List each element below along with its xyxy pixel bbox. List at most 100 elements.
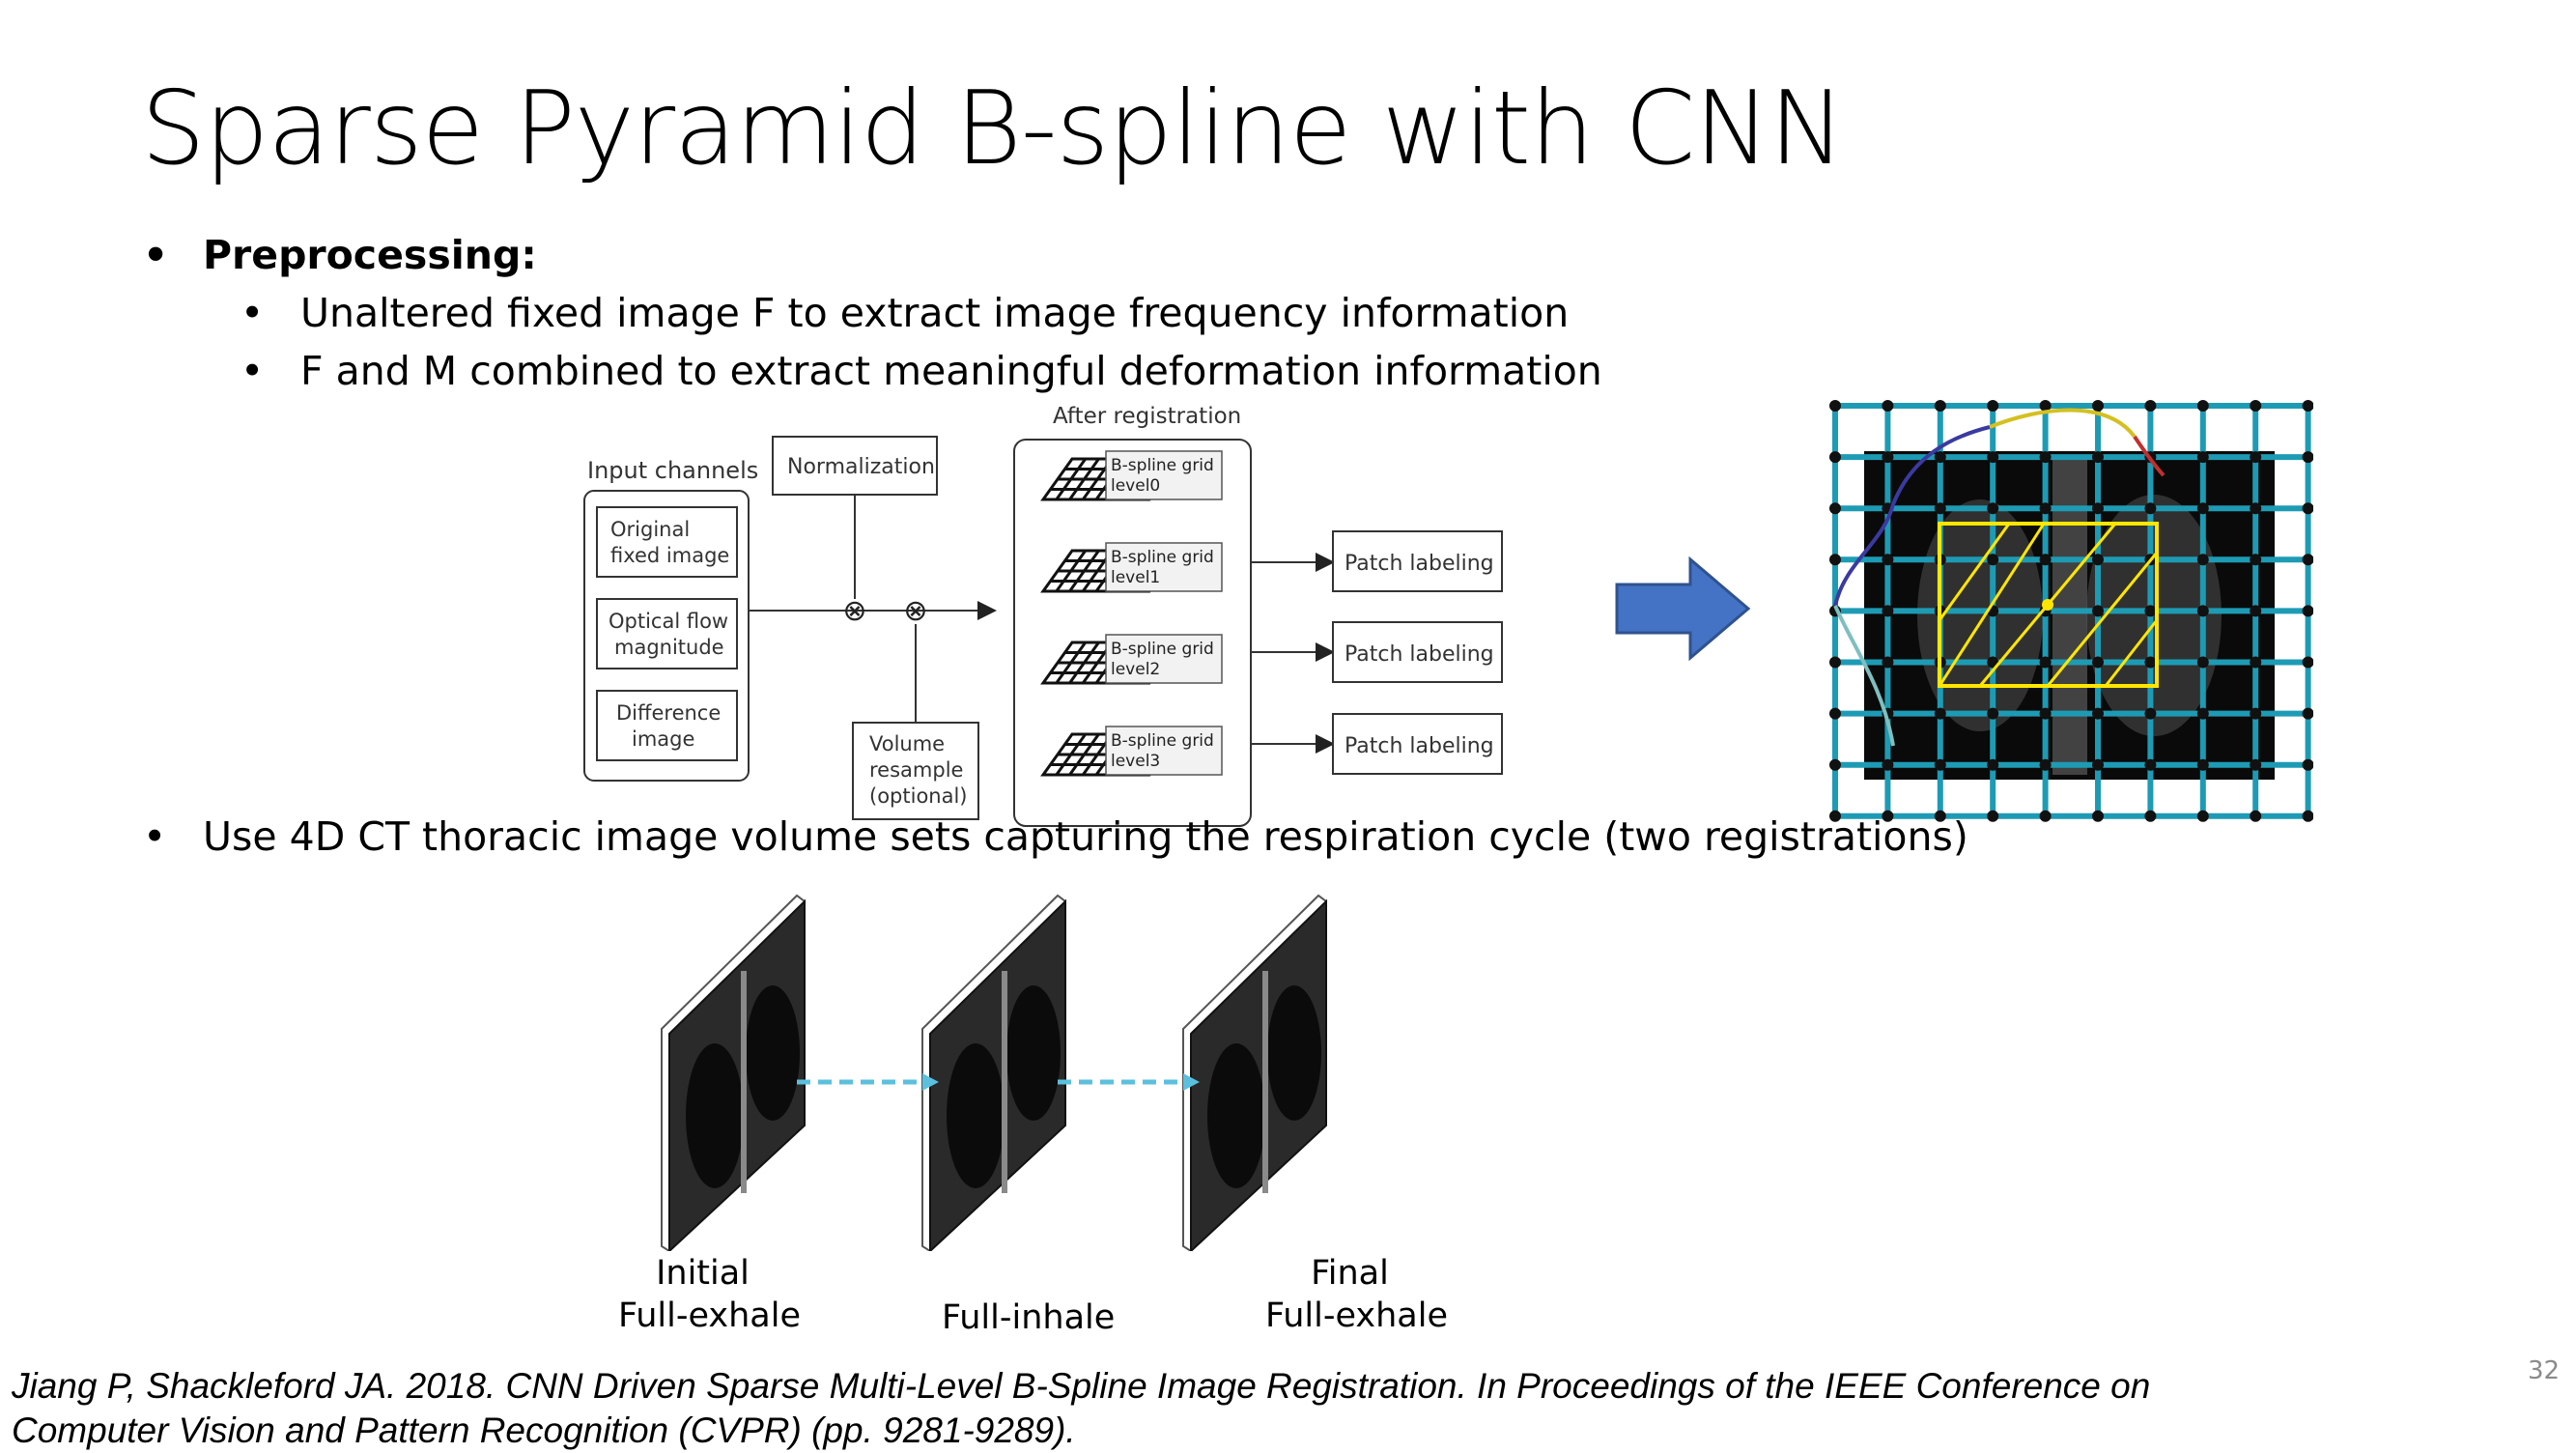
- level-label: level3: [1111, 752, 1160, 771]
- channel-label: magnitude: [614, 636, 724, 659]
- bullet-text: Use 4D CT thoracic image volume sets cap…: [203, 813, 1968, 860]
- control-point: [1934, 810, 1946, 822]
- control-point: [2092, 502, 2104, 515]
- control-point: [2250, 810, 2262, 822]
- control-point: [2196, 758, 2209, 771]
- level-label: B-spline grid: [1111, 640, 1214, 659]
- level-label-box: [1105, 634, 1223, 684]
- control-point: [2302, 758, 2313, 771]
- citation-line: Computer Vision and Pattern Recognition …: [12, 1410, 1076, 1450]
- ct-arrow-head: [1183, 1073, 1200, 1091]
- normalization-label: Normalization: [787, 455, 935, 479]
- ct-sequence-image: [661, 894, 1328, 1251]
- control-point: [1934, 400, 1946, 412]
- ct-label-line: Full-exhale: [618, 1296, 801, 1335]
- ct-label-line: Initial: [656, 1254, 750, 1293]
- bullet-text: F and M combined to extract meaningful d…: [300, 348, 1602, 394]
- channel-box-optical-flow: [596, 598, 738, 670]
- hatch-line: [1938, 523, 2011, 621]
- ct-arrow-head: [922, 1073, 939, 1091]
- ct-panels: [661, 894, 1328, 1251]
- after-registration-box: [1013, 439, 1252, 827]
- bullet-marker: •: [143, 813, 167, 860]
- control-point: [2302, 451, 2313, 464]
- control-point: [2302, 810, 2313, 822]
- control-point: [2196, 451, 2209, 464]
- control-point: [1934, 707, 1946, 720]
- level-label: level0: [1111, 476, 1160, 496]
- bullet-preprocessing: • Preprocessing:: [143, 232, 537, 278]
- ct-label-line: Final: [1311, 1254, 1389, 1293]
- control-point: [2302, 502, 2313, 515]
- bullet-text: Preprocessing:: [203, 232, 537, 278]
- control-point: [1829, 758, 1841, 771]
- control-point: [1987, 502, 1999, 515]
- control-point: [2039, 707, 2052, 720]
- control-point: [2092, 554, 2104, 566]
- control-point: [2092, 656, 2104, 669]
- channel-box-difference: [596, 690, 738, 761]
- control-point: [1987, 554, 1999, 566]
- control-point: [1882, 605, 1894, 617]
- control-point: [1829, 451, 1841, 464]
- channel-label: Difference: [616, 701, 721, 725]
- control-point: [2302, 554, 2313, 566]
- level-label: B-spline grid: [1111, 731, 1214, 751]
- bullet-text: Unaltered fixed image F to extract image…: [300, 290, 1570, 336]
- control-point: [1882, 554, 1894, 566]
- control-point: [2196, 810, 2209, 822]
- level-label-box: [1105, 450, 1223, 500]
- spine-shape: [2052, 456, 2087, 775]
- control-point: [2144, 605, 2157, 617]
- control-point: [2039, 502, 2052, 515]
- control-point: [2039, 656, 2052, 669]
- control-point: [1934, 451, 1946, 464]
- level-label-box: [1105, 726, 1223, 776]
- lung-shape: [1207, 1043, 1265, 1188]
- control-point: [2039, 451, 2052, 464]
- control-point: [1882, 400, 1894, 412]
- control-point: [1829, 810, 1841, 822]
- control-point: [1829, 502, 1841, 515]
- patch-center-point: [2042, 599, 2053, 611]
- level-label-box: [1105, 542, 1223, 592]
- control-point: [2250, 400, 2262, 412]
- ct-label-line: Full-inhale: [942, 1298, 1116, 1337]
- hatch-line: [1938, 523, 2046, 687]
- control-point: [1882, 656, 1894, 669]
- control-point: [2196, 707, 2209, 720]
- channel-label: Optical flow: [609, 610, 728, 633]
- multiply-operator: ⊗: [903, 594, 927, 628]
- volume-resample-label: resample: [869, 758, 963, 782]
- control-point: [2302, 605, 2313, 617]
- bullet-sub-2: • F and M combined to extract meaningful…: [241, 348, 1602, 394]
- hatch-line: [2104, 619, 2159, 687]
- control-point: [1829, 554, 1841, 566]
- page-number: 32: [2528, 1356, 2561, 1385]
- control-point: [2092, 605, 2104, 617]
- control-point: [2196, 400, 2209, 412]
- ct-panel: [1182, 894, 1328, 1251]
- control-point: [1829, 400, 1841, 412]
- control-point: [2144, 656, 2157, 669]
- control-point: [1987, 707, 1999, 720]
- control-point: [1882, 451, 1894, 464]
- level-label: B-spline grid: [1111, 456, 1214, 475]
- bullet-marker: •: [241, 348, 265, 394]
- patch-labeling-box: [1332, 713, 1503, 775]
- spline-curve: [1833, 605, 1895, 747]
- control-point: [2302, 707, 2313, 720]
- control-point: [2196, 554, 2209, 566]
- control-point: [1934, 758, 1946, 771]
- control-point: [2250, 656, 2262, 669]
- grid-control-points: [1829, 400, 2313, 822]
- bullet-marker: •: [241, 290, 265, 336]
- control-point: [1934, 502, 1946, 515]
- spline-curve: [2133, 435, 2166, 477]
- control-point: [2250, 758, 2262, 771]
- control-point: [2039, 554, 2052, 566]
